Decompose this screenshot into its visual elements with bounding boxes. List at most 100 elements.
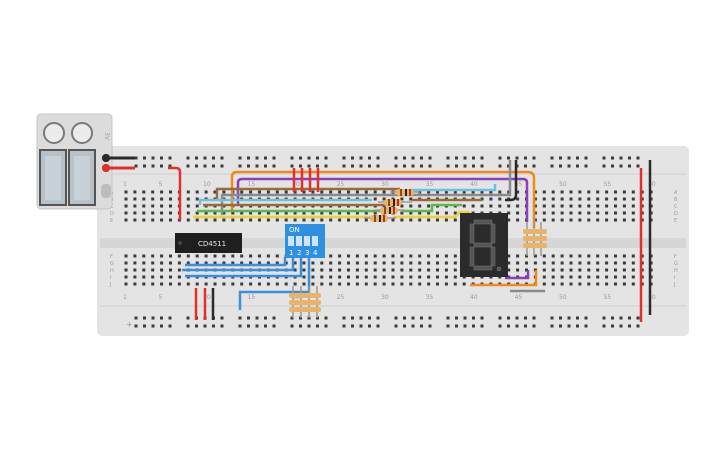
breadboard-hole[interactable] [400,197,404,201]
breadboard-hole[interactable] [453,218,457,222]
breadboard-hole[interactable] [275,254,279,258]
breadboard-hole[interactable] [436,268,439,272]
breadboard-hole[interactable] [463,324,467,328]
breadboard-hole[interactable] [463,156,467,160]
breadboard-hole[interactable] [382,197,386,201]
breadboard-hole[interactable] [394,316,398,320]
breadboard-hole[interactable] [373,282,377,286]
breadboard-hole[interactable] [186,218,190,222]
breadboard-hole[interactable] [403,156,406,160]
breadboard-hole[interactable] [542,282,546,286]
breadboard-hole[interactable] [394,156,398,160]
breadboard-hole[interactable] [160,316,163,320]
breadboard-hole[interactable] [342,156,346,160]
breadboard-hole[interactable] [368,316,371,320]
breadboard-hole[interactable] [142,282,146,286]
breadboard-hole[interactable] [373,197,377,201]
breadboard-hole[interactable] [507,268,511,272]
breadboard-hole[interactable] [631,197,635,201]
breadboard-hole[interactable] [320,190,324,194]
breadboard-hole[interactable] [355,190,359,194]
breadboard-hole[interactable] [329,211,333,215]
breadboard-hole[interactable] [409,282,413,286]
dip-toggle-2[interactable] [296,236,302,246]
breadboard-hole[interactable] [151,324,155,328]
breadboard-hole[interactable] [409,204,413,208]
breadboard-hole[interactable] [507,204,511,208]
breadboard-hole[interactable] [293,211,297,215]
breadboard-hole[interactable] [480,164,484,168]
breadboard-hole[interactable] [614,282,617,286]
breadboard-hole[interactable] [258,254,261,258]
breadboard-hole[interactable] [347,190,350,194]
breadboard-hole[interactable] [394,164,398,168]
breadboard-hole[interactable] [602,164,606,168]
breadboard-hole[interactable] [168,324,172,328]
breadboard-hole[interactable] [619,156,623,160]
breadboard-hole[interactable] [418,268,422,272]
breadboard-hole[interactable] [373,261,377,265]
breadboard-hole[interactable] [364,254,368,258]
breadboard-hole[interactable] [631,211,635,215]
breadboard-hole[interactable] [143,156,146,160]
breadboard-hole[interactable] [299,324,302,328]
breadboard-hole[interactable] [133,268,137,272]
wire-purple-bottom[interactable] [505,270,530,280]
breadboard-hole[interactable] [444,275,448,279]
wire-orange[interactable] [230,170,536,228]
resistor-r4[interactable] [364,215,396,222]
breadboard-hole[interactable] [507,164,510,168]
breadboard-hole[interactable] [400,218,404,222]
breadboard-hole[interactable] [428,164,432,168]
breadboard-hole[interactable] [420,164,423,168]
breadboard-hole[interactable] [455,156,458,160]
breadboard-hole[interactable] [631,190,635,194]
breadboard-hole[interactable] [160,268,164,272]
breadboard-hole[interactable] [587,282,591,286]
breadboard-hole[interactable] [351,164,354,168]
breadboard-hole[interactable] [338,282,342,286]
breadboard-hole[interactable] [446,156,450,160]
breadboard-hole[interactable] [614,218,617,222]
breadboard-hole[interactable] [400,282,404,286]
breadboard-hole[interactable] [446,164,450,168]
breadboard-hole[interactable] [320,275,324,279]
breadboard-hole[interactable] [584,324,588,328]
breadboard-hole[interactable] [329,268,333,272]
breadboard-hole[interactable] [391,275,395,279]
breadboard-hole[interactable] [160,254,164,258]
breadboard-hole[interactable] [342,324,346,328]
breadboard-hole[interactable] [264,164,267,168]
breadboard-hole[interactable] [329,218,333,222]
breadboard-hole[interactable] [338,190,342,194]
wire-yellow-2[interactable] [393,210,470,219]
breadboard-hole[interactable] [551,197,555,201]
breadboard-hole[interactable] [427,211,431,215]
breadboard-hole[interactable] [151,261,155,265]
breadboard-hole[interactable] [532,324,536,328]
breadboard-hole[interactable] [596,282,600,286]
breadboard-hole[interactable] [266,254,270,258]
breadboard-hole[interactable] [169,211,172,215]
breadboard-hole[interactable] [212,324,215,328]
breadboard-hole[interactable] [169,197,172,201]
breadboard-hole[interactable] [324,156,328,160]
breadboard-hole[interactable] [160,282,164,286]
breadboard-hole[interactable] [498,197,502,201]
breadboard-hole[interactable] [376,316,380,320]
breadboard-hole[interactable] [631,218,635,222]
breadboard-hole[interactable] [195,156,198,160]
breadboard-hole[interactable] [569,261,573,265]
breadboard-hole[interactable] [275,218,279,222]
breadboard-hole[interactable] [272,316,276,320]
breadboard-hole[interactable] [133,204,137,208]
breadboard-hole[interactable] [576,164,579,168]
breadboard-hole[interactable] [160,324,163,328]
breadboard-hole[interactable] [596,190,600,194]
breadboard-hole[interactable] [160,211,164,215]
breadboard-hole[interactable] [151,164,155,168]
breadboard-hole[interactable] [351,324,354,328]
breadboard-hole[interactable] [567,164,571,168]
breadboard-hole[interactable] [428,316,432,320]
breadboard-hole[interactable] [516,268,520,272]
